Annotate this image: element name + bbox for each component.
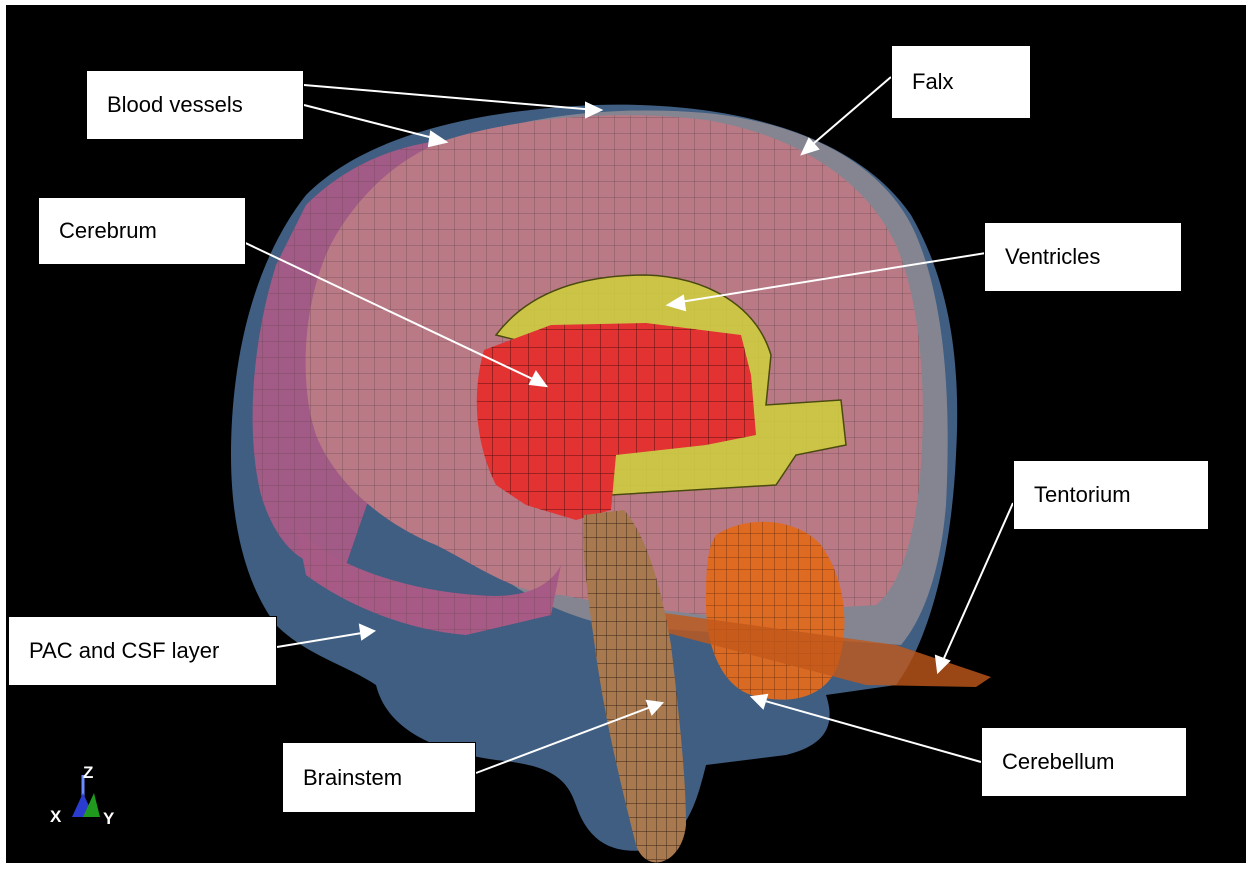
label-tentorium: Tentorium — [1013, 460, 1209, 530]
label-cerebrum: Cerebrum — [38, 197, 246, 265]
label-blood-vessels: Blood vessels — [86, 70, 304, 140]
arrow-falx — [806, 77, 891, 150]
arrow-tentorium — [941, 503, 1013, 665]
label-cerebellum: Cerebellum — [981, 727, 1187, 797]
label-falx: Falx — [891, 45, 1031, 119]
arrow-blood-vessels-side — [304, 105, 441, 140]
label-pac-csf: PAC and CSF layer — [8, 616, 277, 686]
arrow-blood-vessels-top — [304, 85, 596, 110]
axis-x-label: X — [50, 807, 62, 826]
label-brainstem: Brainstem — [282, 742, 476, 813]
axis-z-label: Z — [83, 763, 93, 782]
axis-y-label: Y — [103, 809, 115, 828]
render-viewport: Z X Y Blood vessels Falx Cerebrum Ventri… — [6, 5, 1246, 863]
label-ventricles: Ventricles — [984, 222, 1182, 292]
axis-triad-icon: Z X Y — [50, 763, 115, 828]
